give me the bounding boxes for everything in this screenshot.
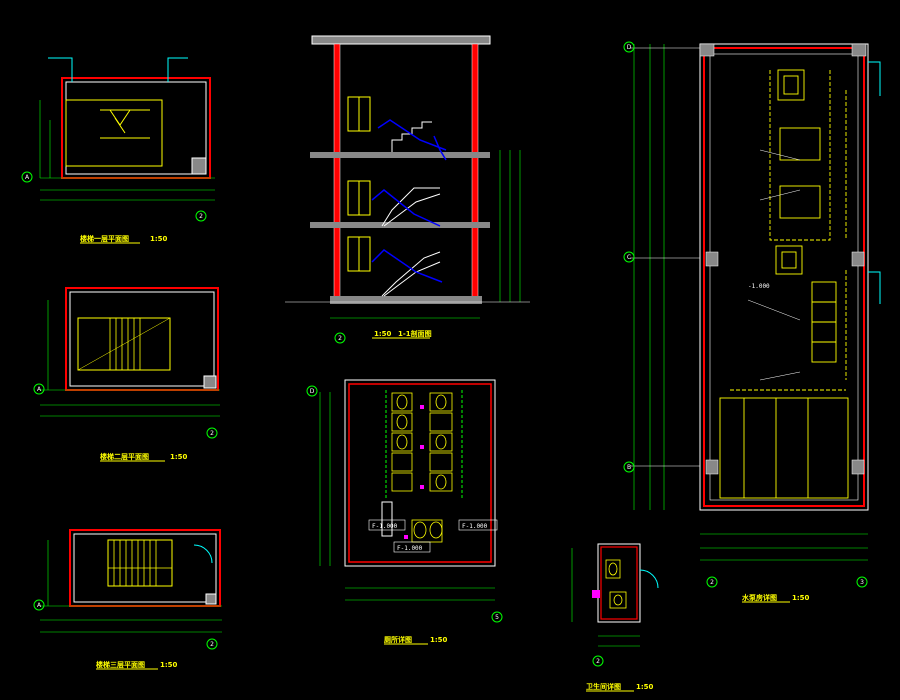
- grid-label-2: 2: [596, 658, 600, 665]
- grid-label-b: B: [627, 464, 631, 471]
- grid-bubble-c: [623, 251, 635, 263]
- stair-plan-level-1: A 2 楼梯一层平面图 1:50: [21, 57, 215, 244]
- grid-bubble-2: [195, 210, 207, 222]
- grid-bubble-2: [334, 332, 346, 344]
- grid-bubble-a: [33, 599, 45, 611]
- grid-bubble-d: [623, 41, 635, 53]
- drawing-scale: 1:50: [150, 235, 168, 243]
- drawing-scale: 1:50: [636, 683, 654, 691]
- level-mark: F-1.000: [462, 523, 488, 530]
- drawing-scale: 1:50: [430, 636, 448, 644]
- drawing-title: 卫生间详图: [586, 682, 621, 691]
- grid-bubble-3: [856, 576, 868, 588]
- stair-plan-level-2: A 2 楼梯二层平面图 1:50: [33, 287, 220, 462]
- grid-label-d: D: [627, 44, 632, 51]
- grid-label-2: 2: [710, 579, 714, 586]
- grid-bubble-d: [306, 385, 318, 397]
- grid-label-a: A: [37, 386, 42, 393]
- drawing-scale: 1:50: [170, 453, 188, 461]
- drawing-title: 楼梯三层平面图: [96, 660, 145, 669]
- grid-label-a: A: [25, 174, 30, 181]
- level-mark: -1.000: [748, 283, 770, 290]
- grid-label-5: 5: [495, 614, 499, 621]
- drawing-title: 厕所详图: [384, 635, 412, 644]
- drawing-scale: 1:50: [792, 594, 810, 602]
- pump-room-plan: -1.000 D C B 2 3 水泵房详图 1:50: [623, 41, 881, 603]
- section-1-1: 2 1:50 1-1剖面图: [285, 35, 530, 344]
- level-mark: F-1.000: [372, 523, 398, 530]
- grid-label-c: C: [627, 254, 631, 261]
- stair-plan-level-3: A 2 楼梯三层平面图 1:50: [33, 529, 222, 670]
- level-mark: F-1.000: [397, 545, 423, 552]
- grid-bubble-a: [33, 383, 45, 395]
- drawing-scale: 1:50: [374, 330, 392, 338]
- grid-bubble-2: [592, 655, 604, 667]
- grid-bubble-2: [206, 638, 218, 650]
- drawing-title: 楼梯一层平面图: [80, 234, 129, 243]
- grid-label-a: A: [37, 602, 42, 609]
- grid-label-2: 2: [210, 430, 214, 437]
- grid-bubble-2: [706, 576, 718, 588]
- grid-label-2: 2: [210, 641, 214, 648]
- grid-label-2: 2: [338, 335, 342, 342]
- grid-bubble-a: [21, 171, 33, 183]
- grid-bubble-5: [491, 611, 503, 623]
- drawing-title: 1-1剖面图: [398, 329, 432, 338]
- drawing-title: 楼梯二层平面图: [100, 452, 149, 461]
- toilet-detail: F-1.000 F-1.000 F-1.000 D 5 厕所详图 1:50: [306, 379, 503, 645]
- grid-bubble-b: [623, 461, 635, 473]
- grid-bubble-2: [206, 427, 218, 439]
- drawing-title: 水泵房详图: [742, 593, 777, 602]
- grid-label-d: D: [310, 388, 315, 395]
- small-toilet-detail: 2 卫生间详图 1:50: [571, 543, 659, 692]
- drawing-scale: 1:50: [160, 661, 178, 669]
- grid-label-3: 3: [860, 579, 864, 586]
- grid-label-2: 2: [199, 213, 203, 220]
